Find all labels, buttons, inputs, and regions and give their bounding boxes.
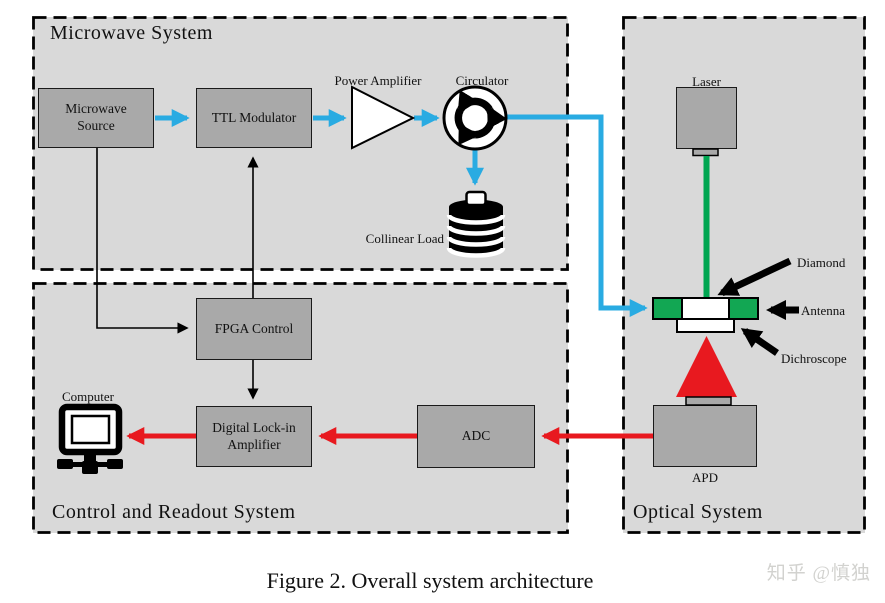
fpga-control-box: FPGA Control: [196, 298, 312, 360]
laser-label: Laser: [692, 74, 721, 89]
laser-box: [676, 87, 737, 149]
fpga-control-label: FPGA Control: [214, 320, 294, 336]
antenna-label: Antenna: [801, 303, 846, 318]
ttl-modulator-box: TTL Modulator: [196, 88, 312, 148]
microwave-system-title: Microwave System: [50, 22, 213, 44]
microwave-source-box: Microwave Source: [38, 88, 154, 148]
digital-lockin-amplifier-box: Digital Lock-in Amplifier: [196, 406, 312, 467]
apd-label: APD: [691, 470, 718, 485]
digital-lockin-amplifier-label: Digital Lock-in Amplifier: [212, 419, 296, 452]
collinear-load-label: Collinear Load: [365, 231, 444, 246]
diamond-label: Diamond: [797, 255, 846, 270]
dichroscope-label: Dichroscope: [781, 351, 847, 366]
watermark: 知乎 @慎独: [766, 563, 871, 584]
microwave-source-label: Microwave Source: [65, 101, 127, 133]
control-readout-system-title: Control and Readout System: [52, 501, 296, 523]
computer-label: Computer: [62, 389, 114, 404]
power-amplifier-label: Power Amplifier: [334, 73, 422, 88]
apd-box: [653, 405, 757, 467]
adc-box: ADC: [417, 405, 535, 468]
ttl-modulator-label: TTL Modulator: [211, 109, 297, 125]
adc-label: ADC: [461, 428, 491, 444]
figure-caption: Figure 2. Overall system architecture: [266, 568, 594, 593]
optical-system-title: Optical System: [633, 501, 763, 523]
circulator-label: Circulator: [455, 73, 509, 88]
